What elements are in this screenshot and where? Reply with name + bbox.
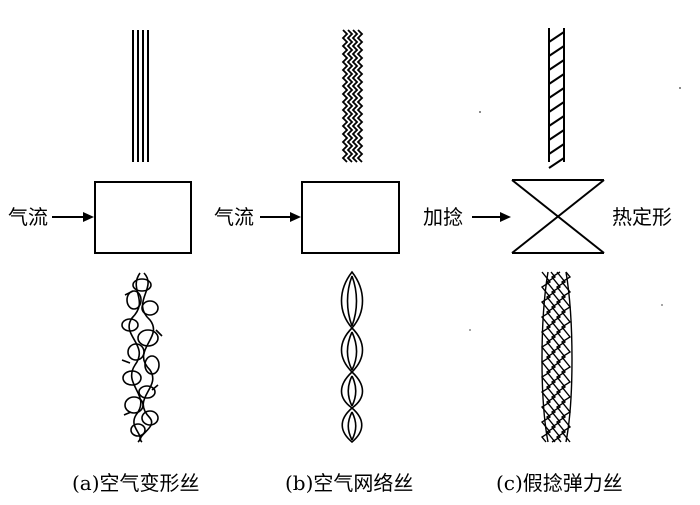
scan-specks: [469, 87, 681, 331]
input-arrow-a: [52, 212, 94, 222]
input-arrow-c: [472, 212, 511, 222]
interlaced-yarn-b: [340, 270, 364, 444]
panel-b: [260, 29, 400, 444]
crimped-yarn-c: [540, 271, 573, 443]
panel-a: [52, 30, 192, 443]
twisting-label-c: 加捻: [423, 205, 463, 229]
false-twist-unit-c: [511, 179, 605, 254]
air-jet-box-a: [94, 181, 192, 254]
twisted-filament-c: [548, 28, 565, 169]
input-arrow-b: [260, 212, 301, 222]
straight-filaments-a: [132, 30, 149, 162]
airflow-label-b: 气流: [214, 205, 254, 229]
caption-c: (c)假捻弹力丝: [496, 471, 623, 495]
air-textured-yarn-a: [121, 272, 163, 443]
wavy-filaments-b: [341, 29, 364, 163]
caption-a: (a)空气变形丝: [72, 471, 200, 495]
airflow-label-a: 气流: [8, 205, 48, 229]
heat-setting-label-c: 热定形: [612, 205, 672, 229]
panel-c: [472, 28, 605, 443]
air-jet-box-b: [301, 181, 400, 254]
caption-b: (b)空气网络丝: [285, 471, 414, 495]
